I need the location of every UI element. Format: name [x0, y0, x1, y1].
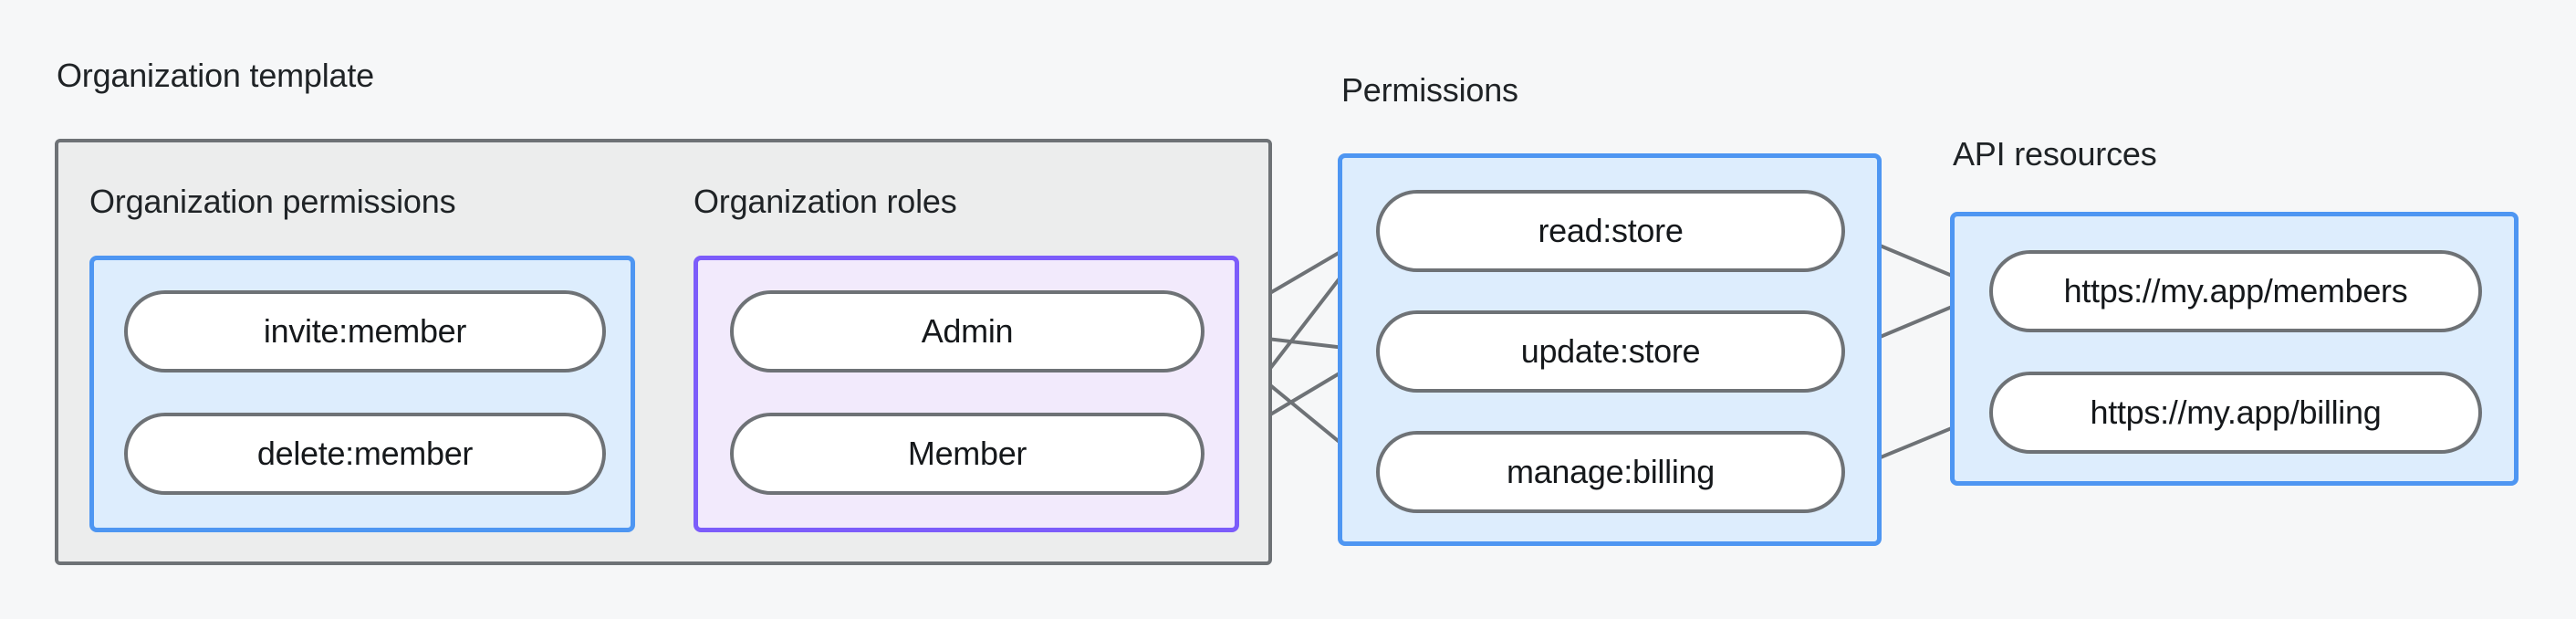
- node-read-store[interactable]: read:store: [1376, 190, 1845, 272]
- permissions-title: Permissions: [1341, 71, 1518, 109]
- node-members-resource[interactable]: https://my.app/members: [1989, 250, 2482, 332]
- organization-permissions-title: Organization permissions: [89, 183, 456, 220]
- node-update-store[interactable]: update:store: [1376, 310, 1845, 393]
- node-billing-resource[interactable]: https://my.app/billing: [1989, 372, 2482, 454]
- api-resources-title: API resources: [1953, 135, 2157, 173]
- node-delete-member[interactable]: delete:member: [124, 413, 606, 495]
- organization-roles-title: Organization roles: [694, 183, 957, 220]
- node-admin[interactable]: Admin: [730, 290, 1205, 372]
- node-manage-billing[interactable]: manage:billing: [1376, 431, 1845, 513]
- organization-template-title: Organization template: [57, 57, 374, 94]
- node-member[interactable]: Member: [730, 413, 1205, 495]
- node-invite-member[interactable]: invite:member: [124, 290, 606, 372]
